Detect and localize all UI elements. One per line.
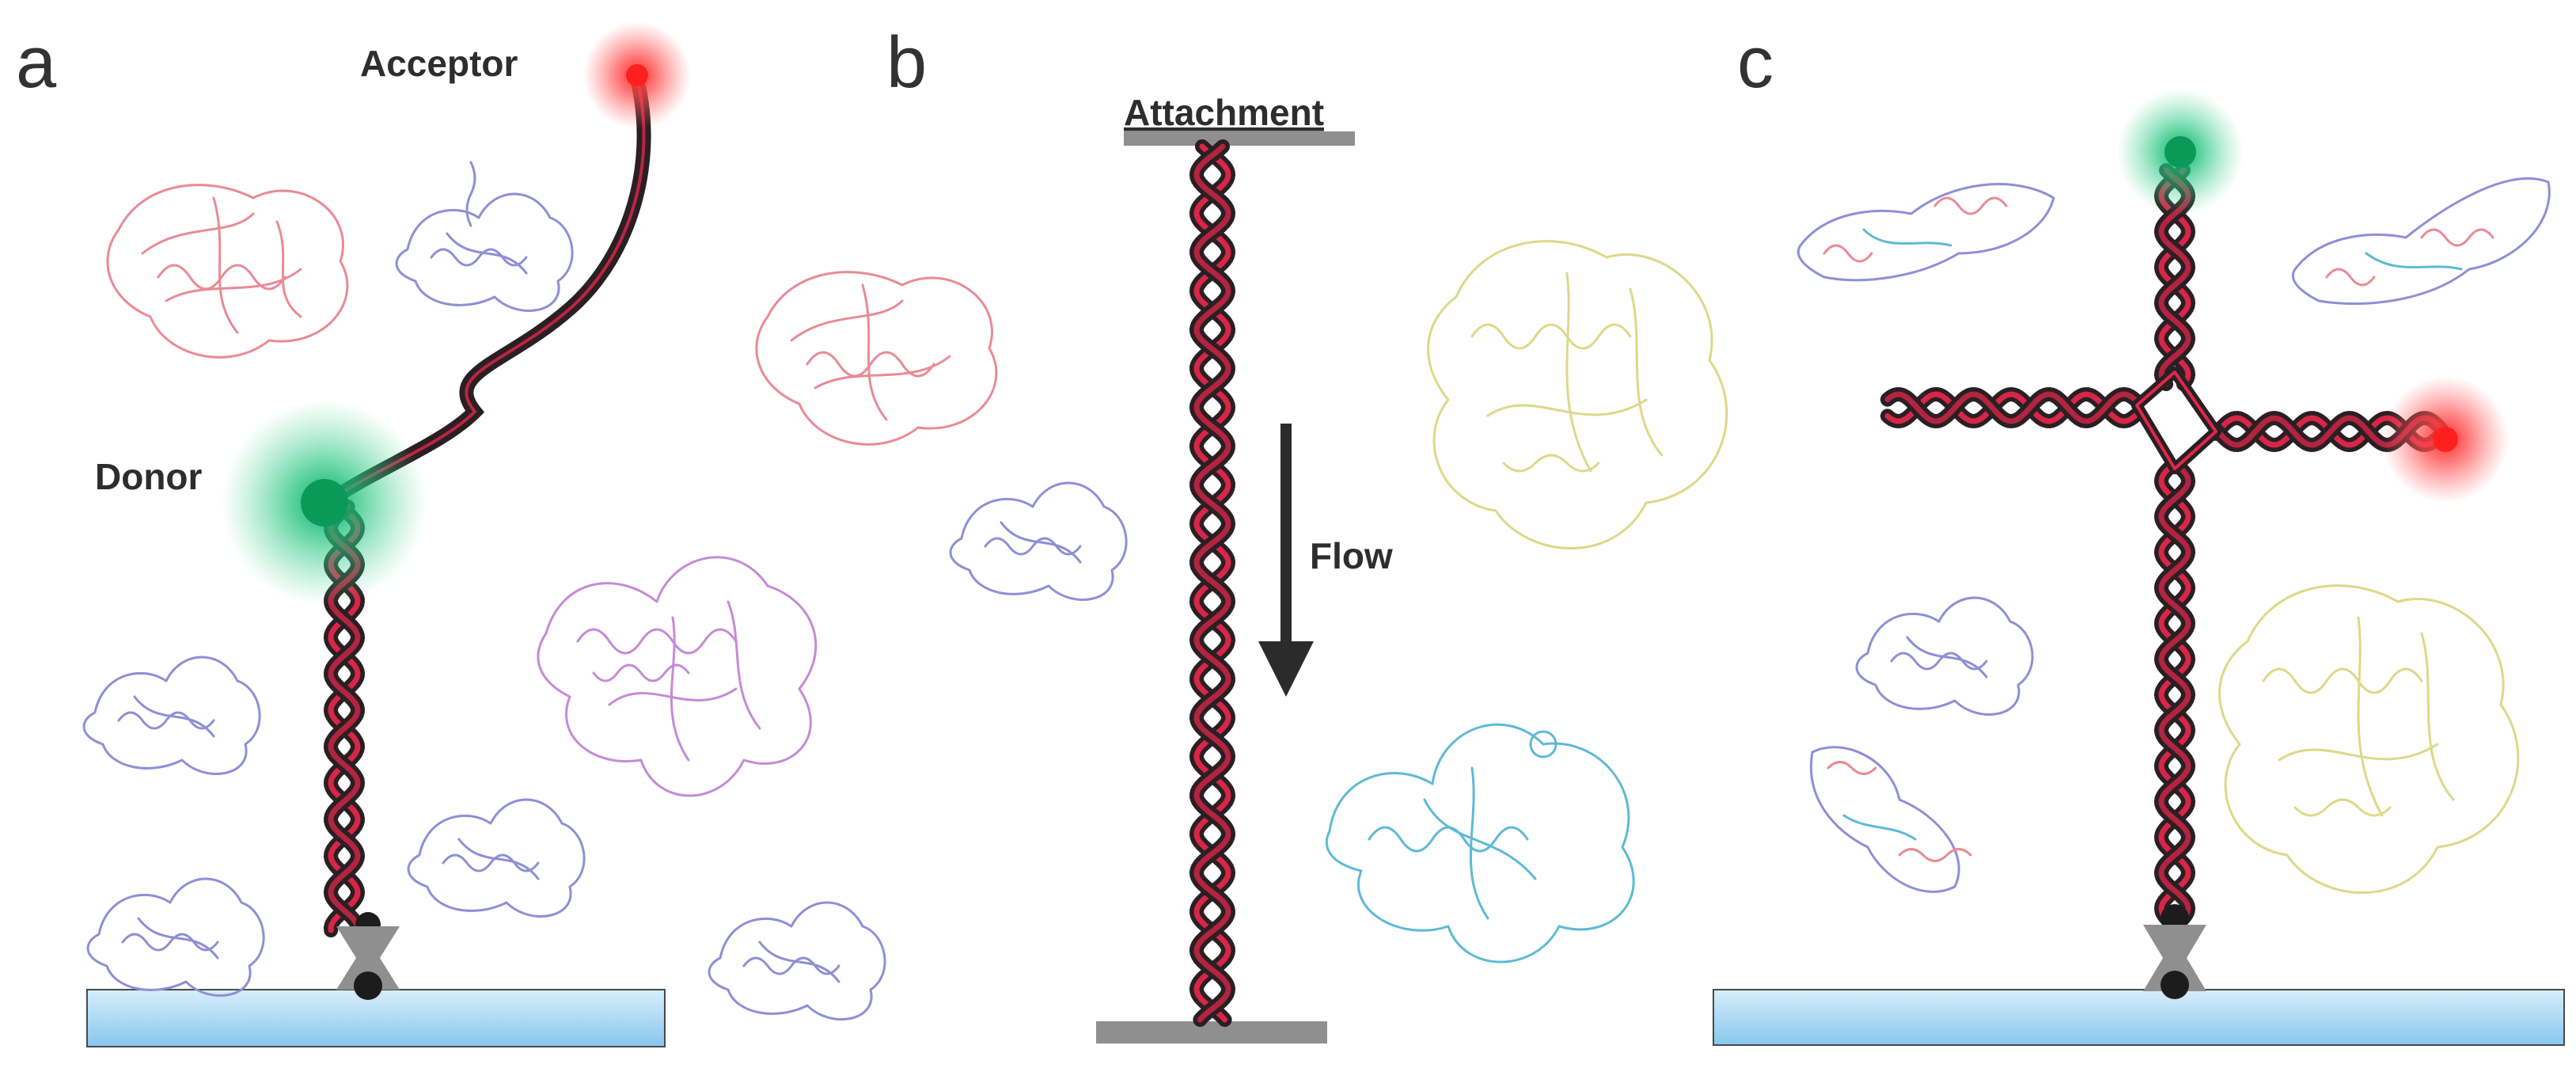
protein-complex-icon	[1796, 183, 2055, 282]
panel-b	[949, 131, 1728, 1043]
dna-strand-highlight-2	[2158, 464, 2191, 926]
tether-anchor-icon	[336, 912, 400, 1000]
protein-blue-icon	[86, 877, 265, 997]
attachment-bar-bottom	[1096, 1021, 1327, 1043]
flow-arrow-head	[1258, 641, 1314, 697]
acceptor-label: Acceptor	[360, 43, 518, 84]
glass-surface	[1713, 989, 2565, 1046]
protein-complex-icon	[2291, 177, 2551, 306]
panel-c	[1713, 89, 2565, 1046]
protein-blue-icon	[708, 901, 886, 1021]
protein-blue-icon	[407, 798, 586, 918]
panel-a	[82, 21, 998, 1047]
protein-yellow-icon	[1427, 240, 1728, 549]
dna-duplex-b	[1189, 139, 1236, 1027]
glass-surface	[86, 989, 666, 1047]
protein-complex-icon	[1810, 746, 1972, 893]
dna-strand-highlight-2	[1193, 143, 1231, 1023]
tether-anchor-icon	[2143, 904, 2206, 999]
panel-letter-b: b	[886, 22, 927, 103]
panel-letter-c: c	[1737, 22, 1774, 103]
protein-blue-icon	[949, 481, 1128, 601]
donor-fluorophore-icon	[2164, 136, 2196, 168]
attachment-bar-top	[1124, 131, 1355, 146]
donor-fluorophore-icon	[301, 479, 348, 526]
dna-arm-bottom	[2153, 460, 2196, 929]
protein-blue-icon	[1855, 596, 2034, 716]
protein-blue-icon	[82, 656, 261, 775]
panel-letter-a: a	[16, 22, 57, 103]
protein-violet-icon	[537, 556, 818, 797]
protein-pink-icon	[106, 184, 349, 359]
donor-label: Donor	[95, 456, 203, 497]
junction-crossover-red	[2135, 371, 2217, 470]
protein-cyan-icon	[1325, 723, 1635, 964]
dna-strand-highlight-2	[1884, 391, 2138, 424]
dna-strand-highlight-1	[2158, 464, 2191, 926]
protein-yellow-icon	[2218, 584, 2520, 894]
junction-crossover	[2131, 367, 2221, 474]
flow-label: Flow	[1310, 535, 1393, 576]
protein-blue-icon	[395, 161, 574, 312]
protein-pink-icon	[755, 271, 998, 446]
dna-strand-highlight-1	[1884, 391, 2138, 424]
acceptor-linker-highlight	[331, 78, 646, 500]
attachment-label: Attachment	[1124, 92, 1324, 133]
dna-arm-left	[1880, 386, 2142, 429]
acceptor-fluorophore-icon	[626, 64, 648, 86]
acceptor-fluorophore-icon	[2433, 427, 2458, 452]
